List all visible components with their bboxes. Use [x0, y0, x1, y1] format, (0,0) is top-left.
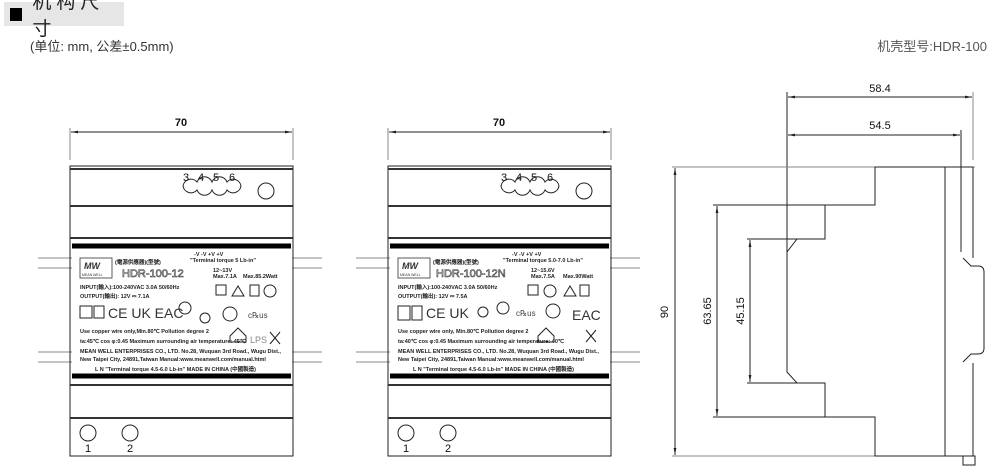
company-city: New Taipei City, 24891,Taiwan Manual:www… — [398, 357, 584, 363]
terminal-6: 6 — [229, 172, 235, 184]
side-profile — [786, 166, 946, 457]
step-inner-dimension: 45.15 — [735, 297, 747, 325]
certification-marks: CE UK c℞us EAC — [397, 284, 601, 343]
label-bottom-row: L N "Terminal torque 4.5-6.0 Lb-in" MADE… — [95, 365, 256, 373]
company-city: New Taipei City, 24891,Taiwan Manual:www… — [80, 357, 266, 363]
input-terminal-2 — [439, 424, 457, 442]
section-header: 机构尺寸 — [4, 0, 124, 40]
max-power: Max.85.2Watt — [243, 274, 278, 280]
svg-text:CE UK EAC: CE UK EAC — [108, 305, 183, 321]
output-terminal-block — [500, 176, 560, 196]
max-current: Max.7.5A — [531, 274, 555, 280]
input-spec: INPUT(輸入):100-240VAC 3.0A 50/60Hz — [80, 283, 180, 291]
brand-text: MEAN WELL — [400, 273, 421, 277]
input-terminal-1 — [79, 424, 97, 442]
label-bottom-row: L N "Terminal torque 4.5-6.0 Lb-in" MADE… — [413, 365, 574, 373]
voltage-row: -V -V +V +V — [512, 252, 542, 258]
output-terminal-block — [182, 176, 242, 196]
height-dimension: 90 — [659, 306, 671, 318]
terminal-1-label: 1 — [85, 443, 91, 455]
svg-text:LPS: LPS — [250, 335, 267, 345]
width-dimension: 70 — [493, 117, 505, 129]
svg-text:c℞us: c℞us — [516, 309, 536, 318]
temperature-note: ta:45℃ cos φ:0.45 Maximum surrounding ai… — [80, 338, 247, 345]
logo-mw: MW — [84, 261, 101, 271]
input-terminal-2 — [121, 424, 139, 442]
brand-text: MEAN WELL — [82, 273, 103, 277]
depth-total-dimension: 58.4 — [869, 83, 890, 95]
voltage-range: 12~15.6V — [531, 268, 555, 274]
certification-marks: CE UK EAC c℞us LPS — [79, 284, 281, 345]
product-label: MW MEAN WELL -V -V +V +V "Terminal torqu… — [397, 252, 601, 373]
depth-body-dimension: 54.5 — [869, 120, 890, 132]
input-spec: INPUT(輸入):100-240VAC 3.0A 50/60Hz — [398, 283, 498, 291]
square-bullet-icon — [10, 7, 23, 21]
width-dimension: 70 — [175, 117, 187, 129]
case-model: 机壳型号:HDR-100 — [877, 39, 987, 54]
brand-cn: (電源供應器)(型號) — [115, 258, 161, 266]
step-outer-dimension: 63.65 — [702, 297, 714, 325]
output-spec: OUTPUT(輸出): 12V ⎓ 7.5A — [398, 292, 468, 300]
terminal-4: 4 — [198, 172, 204, 184]
voltage-range: 12~13V — [213, 268, 232, 274]
logo-mw: MW — [402, 261, 419, 271]
side-view: 58.4 54.5 90 63.65 45.15 — [659, 83, 985, 466]
product-label: MW MEAN WELL -V -V +V +V "Terminal torqu… — [79, 252, 281, 373]
terminal-4: 4 — [516, 172, 522, 184]
terminal-2-label: 2 — [445, 443, 451, 455]
unit-note: (单位: mm, 公差±0.5mm) — [30, 39, 174, 54]
wire-note: Use copper wire only, Min.80℃ Pollution … — [398, 328, 528, 335]
svg-text:EAC: EAC — [572, 307, 601, 323]
wire-note: Use copper wire only,Min.80℃ Pollution d… — [80, 328, 209, 335]
input-terminal-1 — [397, 424, 415, 442]
torque-top: "Terminal torque 5.0-7.0 Lb-in" — [503, 258, 583, 264]
torque-top: "Terminal torque 5 Lb-in" — [190, 258, 256, 264]
output-spec: OUTPUT(輸出): 12V ⎓ 7.1A — [80, 292, 150, 300]
meanwell-logo — [79, 257, 113, 279]
brand-cn: (電源供應器)(型號) — [433, 258, 479, 266]
section-title: 机构尺寸 — [32, 0, 105, 40]
max-power: Max.90Watt — [563, 274, 593, 280]
max-current: Max.7.1A — [213, 274, 237, 280]
terminal-5: 5 — [213, 172, 219, 184]
meanwell-logo — [397, 257, 431, 279]
temperature-note: ta:40℃ cos φ:0.45 Maximum surrounding ai… — [398, 338, 565, 345]
svg-text:CE UK: CE UK — [426, 305, 469, 321]
terminal-2-label: 2 — [127, 443, 133, 455]
svg-text:c℞us: c℞us — [248, 311, 268, 320]
terminal-3: 3 — [183, 172, 189, 184]
front-view-2: 70 3 4 5 6 1 2 MW MEAN WELL -V -V +V +V … — [356, 117, 640, 457]
terminal-6: 6 — [547, 172, 553, 184]
terminal-5: 5 — [531, 172, 537, 184]
model-number: HDR-100-12 — [122, 268, 184, 280]
company-address: MEAN WELL ENTERPRISES CO., LTD. No.28, W… — [80, 349, 281, 355]
terminal-1-label: 1 — [403, 443, 409, 455]
adjust-potentiometer — [257, 182, 275, 200]
adjust-potentiometer — [575, 182, 593, 200]
company-address: MEAN WELL ENTERPRISES CO., LTD. No.28, W… — [398, 349, 599, 355]
din-rail-clip — [944, 167, 985, 466]
model-number: HDR-100-12N — [436, 268, 506, 280]
front-view-1: 70 3 4 5 6 1 2 MW MEAN WELL -V -V +V +V … — [38, 117, 322, 457]
voltage-row: -V -V +V +V — [194, 252, 224, 258]
terminal-3: 3 — [501, 172, 507, 184]
